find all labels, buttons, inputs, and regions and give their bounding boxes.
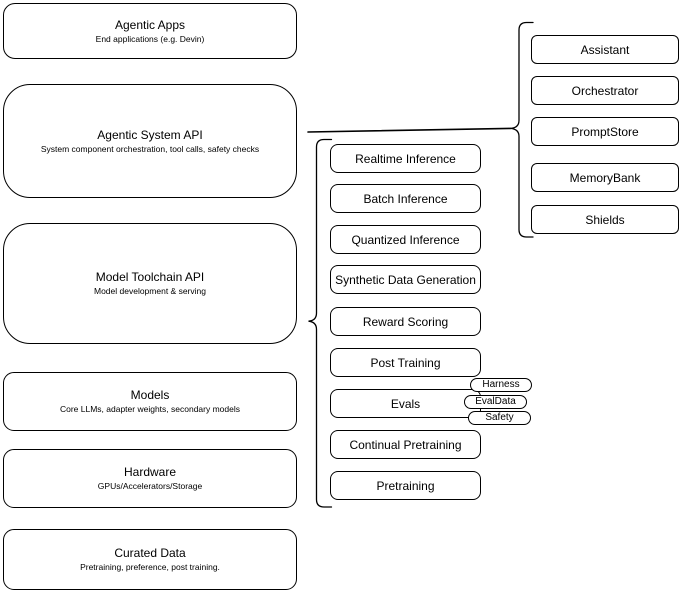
node-label: Pretraining: [376, 478, 435, 493]
components-group-brace: [510, 21, 534, 238]
node-orchestrator: Orchestrator: [531, 76, 679, 105]
node-synthetic-data-generation: Synthetic Data Generation: [330, 265, 481, 294]
node-agentic-system-api: Agentic System API System component orch…: [3, 84, 297, 198]
tag-safety: Safety: [468, 411, 531, 425]
node-promptstore: PromptStore: [531, 117, 679, 146]
node-label: Batch Inference: [363, 191, 448, 206]
node-hardware: Hardware GPUs/Accelerators/Storage: [3, 449, 297, 508]
node-title: Model Toolchain API: [95, 270, 205, 284]
node-label: Quantized Inference: [351, 232, 460, 247]
node-label: MemoryBank: [569, 170, 641, 185]
node-assistant: Assistant: [531, 35, 679, 64]
node-title: Agentic System API: [97, 127, 203, 142]
tag-label: Harness: [482, 379, 520, 390]
node-shields: Shields: [531, 205, 679, 234]
node-realtime-inference: Realtime Inference: [330, 144, 481, 173]
node-subtitle: Model development & serving: [94, 286, 206, 296]
tag-label: Safety: [485, 412, 514, 423]
node-title: Curated Data: [114, 546, 186, 560]
node-post-training: Post Training: [330, 348, 481, 377]
node-subtitle: Core LLMs, adapter weights, secondary mo…: [59, 404, 240, 414]
node-batch-inference: Batch Inference: [330, 184, 481, 213]
tag-evaldata: EvalData: [464, 395, 527, 409]
node-continual-pretraining: Continual Pretraining: [330, 430, 481, 459]
node-label: Synthetic Data Generation: [335, 272, 476, 287]
node-quantized-inference: Quantized Inference: [330, 225, 481, 254]
node-subtitle: GPUs/Accelerators/Storage: [97, 481, 203, 491]
node-models: Models Core LLMs, adapter weights, secon…: [3, 372, 297, 431]
toolchain-group-brace: [308, 138, 333, 508]
node-label: Assistant: [580, 42, 630, 57]
node-subtitle: Pretraining, preference, post training.: [80, 562, 220, 572]
node-subtitle: System component orchestration, tool cal…: [40, 143, 260, 154]
node-label: Evals: [390, 396, 421, 411]
node-evals: Evals: [330, 389, 481, 418]
tag-label: EvalData: [475, 396, 516, 407]
system-api-components-connector: [307, 127, 512, 133]
node-model-toolchain-api: Model Toolchain API Model development & …: [3, 223, 297, 344]
node-reward-scoring: Reward Scoring: [330, 307, 481, 336]
tag-harness: Harness: [470, 378, 532, 392]
node-title: Hardware: [123, 465, 177, 479]
node-title: Models: [130, 388, 170, 402]
node-label: Realtime Inference: [355, 151, 456, 166]
node-label: Reward Scoring: [362, 314, 449, 329]
node-memorybank: MemoryBank: [531, 163, 679, 192]
node-label: Post Training: [370, 355, 441, 370]
node-subtitle: End applications (e.g. Devin): [95, 33, 205, 44]
node-pretraining: Pretraining: [330, 471, 481, 500]
node-label: Shields: [585, 212, 625, 227]
node-label: Orchestrator: [571, 83, 639, 98]
node-curated-data: Curated Data Pretraining, preference, po…: [3, 529, 297, 590]
node-agentic-apps: Agentic Apps End applications (e.g. Devi…: [3, 3, 297, 59]
node-title: Agentic Apps: [114, 17, 186, 32]
node-label: Continual Pretraining: [349, 437, 462, 452]
node-label: PromptStore: [571, 124, 639, 139]
